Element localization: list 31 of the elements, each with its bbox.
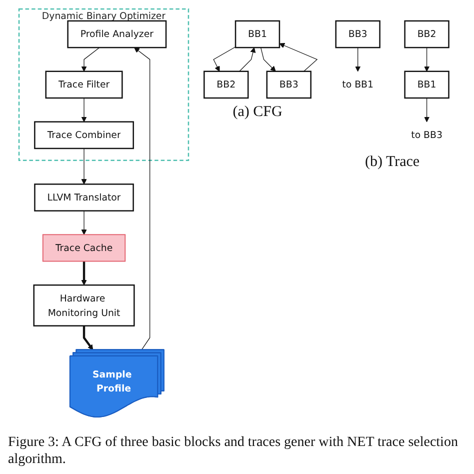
- node-box: BB3: [266, 70, 312, 99]
- node-box: BB2: [204, 70, 249, 99]
- arrow: [81, 210, 87, 235]
- arrow: [81, 148, 87, 184]
- arrow: [81, 47, 100, 72]
- node-box: LLVM Translator: [34, 184, 134, 212]
- arrow: [424, 47, 430, 72]
- node-box: Trace Combiner: [34, 121, 134, 150]
- arrow: [424, 98, 430, 122]
- node-text: to BB1: [342, 78, 374, 90]
- arrow: [213, 46, 236, 72]
- node-box: Hardware Monitoring Unit: [33, 284, 135, 326]
- arrow: [279, 42, 318, 72]
- node-box: BB1: [234, 20, 280, 48]
- arrow: [239, 47, 256, 72]
- arrow: [81, 261, 87, 286]
- node-box: Trace Cache: [42, 234, 126, 262]
- arrow: [81, 98, 87, 122]
- arrow: [82, 326, 94, 350]
- arrow: [134, 47, 150, 350]
- node-box: BB2: [404, 20, 450, 48]
- subfigure-caption: (a) CFG: [232, 104, 282, 121]
- subfigure-caption: (b) Trace: [365, 154, 420, 172]
- figure-caption: Figure 3: A CFG of three basic blocks and traces gener with NET trace selection algorithm.: [8, 434, 459, 468]
- arrow: [355, 47, 361, 72]
- node-box: Trace Filter: [45, 70, 123, 99]
- node-text: to BB3: [411, 129, 442, 141]
- node-box: BB3: [335, 20, 380, 48]
- node-box: BB1: [404, 70, 450, 99]
- arrow: [260, 47, 276, 72]
- node-box: Profile Analyzer: [67, 20, 167, 48]
